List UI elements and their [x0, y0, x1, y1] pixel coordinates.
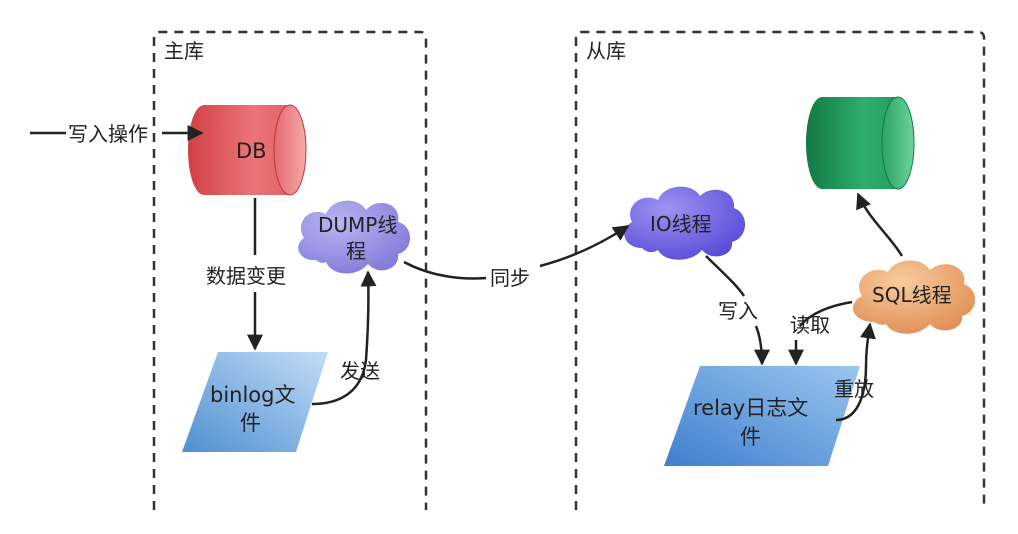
sql-thread-label: SQL线程	[872, 283, 952, 307]
binlog-label-line2: 件	[240, 411, 261, 435]
binlog-file[interactable]: binlog文 件	[182, 352, 328, 452]
replay-label: 重放	[834, 377, 874, 401]
write-in-label: 写入	[718, 299, 758, 323]
sync-label: 同步	[490, 266, 530, 290]
db-label: DB	[236, 139, 267, 163]
read-line-top	[799, 300, 853, 327]
master-panel: 主库	[152, 30, 428, 510]
slave-panel-title: 从库	[586, 39, 626, 63]
slave-db-cylinder[interactable]	[806, 96, 915, 190]
read-label: 读取	[790, 313, 830, 337]
dump-thread-cloud[interactable]: DUMP线 程	[298, 200, 410, 274]
dump-thread-label-line2: 程	[346, 239, 366, 263]
replay-arrow	[835, 322, 876, 422]
sync-arrow	[539, 224, 630, 268]
io-thread-label: IO线程	[650, 212, 712, 236]
write-op-label: 写入操作	[68, 122, 148, 146]
send-label: 发送	[340, 359, 380, 383]
apply-arrow	[856, 192, 904, 257]
io-thread-cloud[interactable]: IO线程	[624, 186, 746, 260]
master-db-cylinder[interactable]: DB	[188, 104, 307, 196]
dump-thread-label-line1: DUMP线	[318, 213, 397, 237]
relay-log-label-line1: relay日志文	[693, 396, 808, 420]
data-change-label: 数据变更	[206, 264, 286, 288]
sync-line-left	[403, 260, 487, 280]
master-panel-title: 主库	[164, 39, 204, 63]
write-in-line-top	[705, 255, 746, 297]
relay-log-label-line2: 件	[740, 425, 761, 449]
arrows	[30, 125, 904, 422]
write-in-arrow	[753, 325, 770, 366]
binlog-label-line1: binlog文	[210, 383, 296, 407]
slave-panel: 从库	[574, 30, 986, 510]
relay-log-file[interactable]: relay日志文 件	[664, 366, 860, 466]
sql-thread-cloud[interactable]: SQL线程	[852, 260, 976, 334]
send-arrow	[311, 270, 377, 406]
